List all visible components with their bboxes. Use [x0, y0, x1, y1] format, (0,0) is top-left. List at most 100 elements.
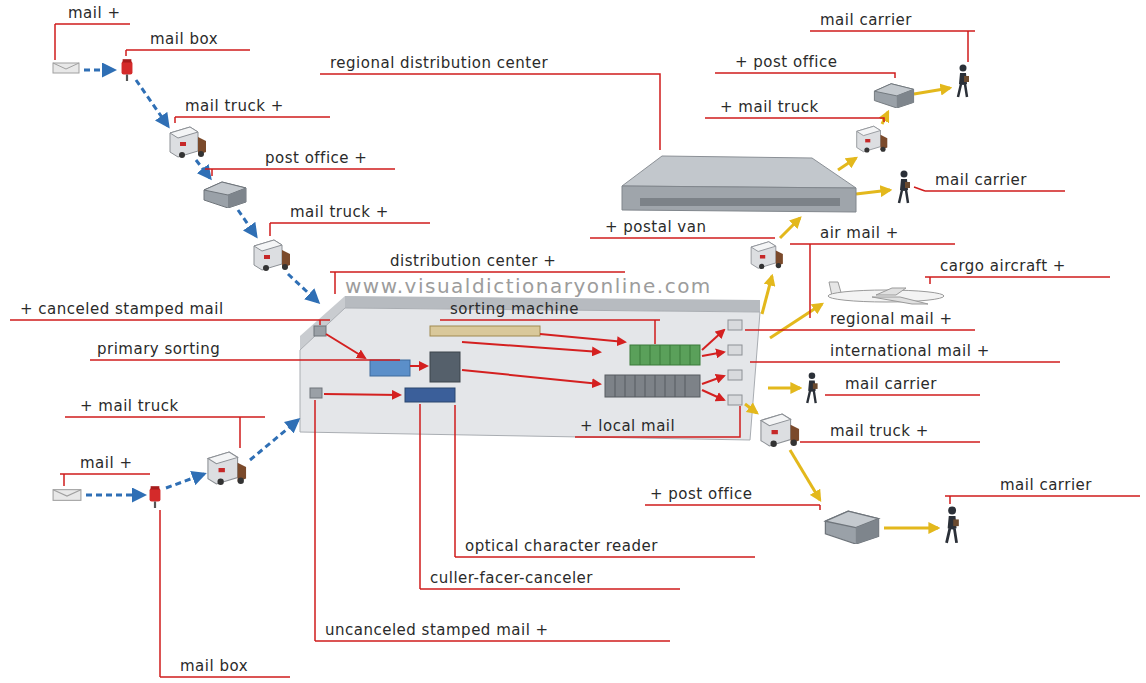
mail-icon [53, 63, 79, 73]
aircraft-wing [872, 297, 928, 304]
flow-arrow [702, 390, 724, 400]
truck-icon [208, 452, 246, 485]
flow-arrow [838, 158, 856, 170]
van-icon [751, 242, 783, 269]
part-label: mail + [68, 4, 120, 22]
watermark: www.visualdictionaryonline.com [345, 275, 712, 297]
person-icon [958, 65, 969, 98]
flow-arrow [326, 334, 365, 358]
flow-arrow [86, 494, 144, 497]
ocr-machine [430, 352, 460, 382]
collection-arrows [84, 70, 318, 495]
part-label: culler-facer-canceler [430, 569, 593, 587]
flow-arrow [238, 210, 256, 236]
flow-arrow [462, 342, 600, 352]
sorting-rack [640, 345, 690, 365]
leader-line [270, 223, 430, 236]
part-label: distribution center + [390, 252, 556, 270]
truck-icon [761, 414, 799, 447]
leader-line [126, 50, 250, 56]
flow-arrow [770, 304, 822, 338]
part-label: primary sorting [97, 340, 220, 358]
delivery-arrows [745, 88, 950, 528]
leader-line [825, 394, 980, 396]
part-label: mail box [150, 30, 218, 48]
part-label: + mail truck [720, 98, 819, 116]
leader-line [55, 24, 130, 60]
part-label: + mail truck [80, 397, 179, 415]
part-label: mail + [80, 454, 132, 472]
post-office-icon [204, 182, 246, 208]
part-label: + post office [735, 53, 837, 71]
post-office-icon [874, 84, 913, 108]
leader-line [320, 74, 660, 150]
flow-arrow [84, 69, 114, 72]
flow-arrow [790, 450, 820, 500]
flow-arrow [768, 387, 800, 390]
truck-icon [857, 126, 888, 152]
part-label: regional distribution center [330, 54, 548, 72]
post-office-icon [825, 511, 878, 544]
leader-line [590, 237, 775, 239]
flow-arrow [540, 334, 625, 342]
mailbox-icon [122, 59, 133, 81]
person-icon [947, 507, 959, 543]
part-label: + canceled stamped mail [20, 300, 224, 318]
mail-pile [728, 320, 742, 330]
building-wall [622, 186, 856, 212]
conveyor [430, 326, 540, 336]
mail-bin [314, 326, 326, 336]
leader-line [715, 73, 895, 78]
part-label: mail truck + [185, 97, 284, 115]
part-label: mail box [180, 657, 248, 675]
flow-arrow [745, 404, 757, 413]
aircraft-wing [876, 288, 906, 295]
flow-arrow [288, 274, 318, 302]
leader-line [60, 474, 150, 486]
flow-arrow [324, 394, 400, 395]
cargo-aircraft [828, 282, 944, 304]
part-label: + postal van [605, 218, 706, 236]
building-floor [300, 308, 760, 440]
mail-pile [728, 370, 742, 380]
truck-icon [254, 240, 290, 271]
flow-arrow [762, 276, 772, 314]
part-label: mail truck + [290, 203, 389, 221]
truck-icon [170, 127, 206, 158]
leader-line [945, 496, 1140, 504]
flow-arrow [884, 527, 938, 530]
part-label: post office + [265, 149, 367, 167]
part-label: mail carrier [820, 11, 912, 29]
person-icon [807, 372, 817, 403]
flow-arrow [250, 420, 298, 460]
part-label: international mail + [830, 342, 990, 360]
part-label: uncanceled stamped mail + [325, 621, 549, 639]
flow-arrow [856, 190, 890, 194]
leader-line [205, 169, 395, 176]
mail-pile [728, 345, 742, 355]
leader-line [800, 441, 980, 443]
sorting-rack [630, 345, 700, 365]
building-doors [640, 198, 840, 206]
mail-bin [310, 388, 322, 398]
part-label: mail truck + [830, 422, 929, 440]
part-label: regional mail + [830, 310, 953, 328]
leader-line [175, 117, 330, 123]
mailbox-icon [150, 486, 161, 508]
flow-arrow [166, 474, 204, 488]
leader-line [645, 505, 820, 510]
sorting-machine [605, 375, 700, 397]
part-label: mail carrier [845, 375, 937, 393]
mail-icon [53, 490, 81, 501]
leader-line [745, 329, 975, 331]
flow-arrow [702, 376, 724, 384]
flow-arrow [136, 80, 168, 126]
part-label: cargo aircraft + [940, 257, 1066, 275]
leader-line [90, 359, 400, 361]
flow-arrows [324, 330, 724, 400]
part-label: optical character reader [465, 537, 658, 555]
flow-arrow [410, 365, 427, 367]
leader-line [65, 417, 265, 448]
part-label: mail carrier [935, 171, 1027, 189]
